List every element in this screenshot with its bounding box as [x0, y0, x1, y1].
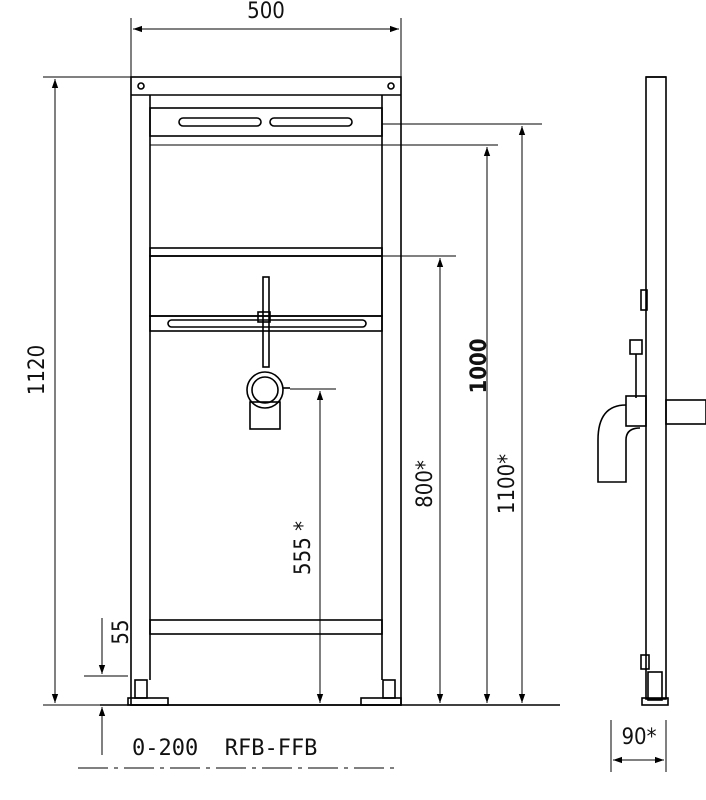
dim-label-90: 90*: [621, 725, 656, 750]
mount-hole-left: [137, 82, 145, 90]
dim-label-1000: 1000: [467, 338, 492, 393]
side-trap: [625, 395, 647, 427]
floor-range-label: 0-200 RFB-FFB: [132, 736, 317, 761]
right-foot: [360, 679, 402, 706]
upper-crossbar: [149, 107, 383, 137]
side-pipe: [665, 399, 706, 425]
dim-label-800: 800*: [413, 460, 438, 508]
side-post: [645, 76, 667, 700]
dim-label-500: 500: [247, 0, 285, 24]
left-foot: [127, 679, 169, 706]
frame-outline: [130, 76, 402, 706]
waste-outlet: [246, 371, 284, 409]
side-view: [597, 76, 706, 706]
dim-label-1100: 1100*: [495, 454, 520, 514]
mount-hole-right: [387, 82, 395, 90]
middle-crossbar: [149, 247, 383, 257]
dim-label-1120: 1120: [25, 345, 50, 395]
front-view: [100, 76, 560, 706]
dim-label-55: 55: [109, 619, 134, 644]
bottom-rail: [149, 619, 383, 635]
dim-label-555: 555 *: [291, 521, 316, 575]
